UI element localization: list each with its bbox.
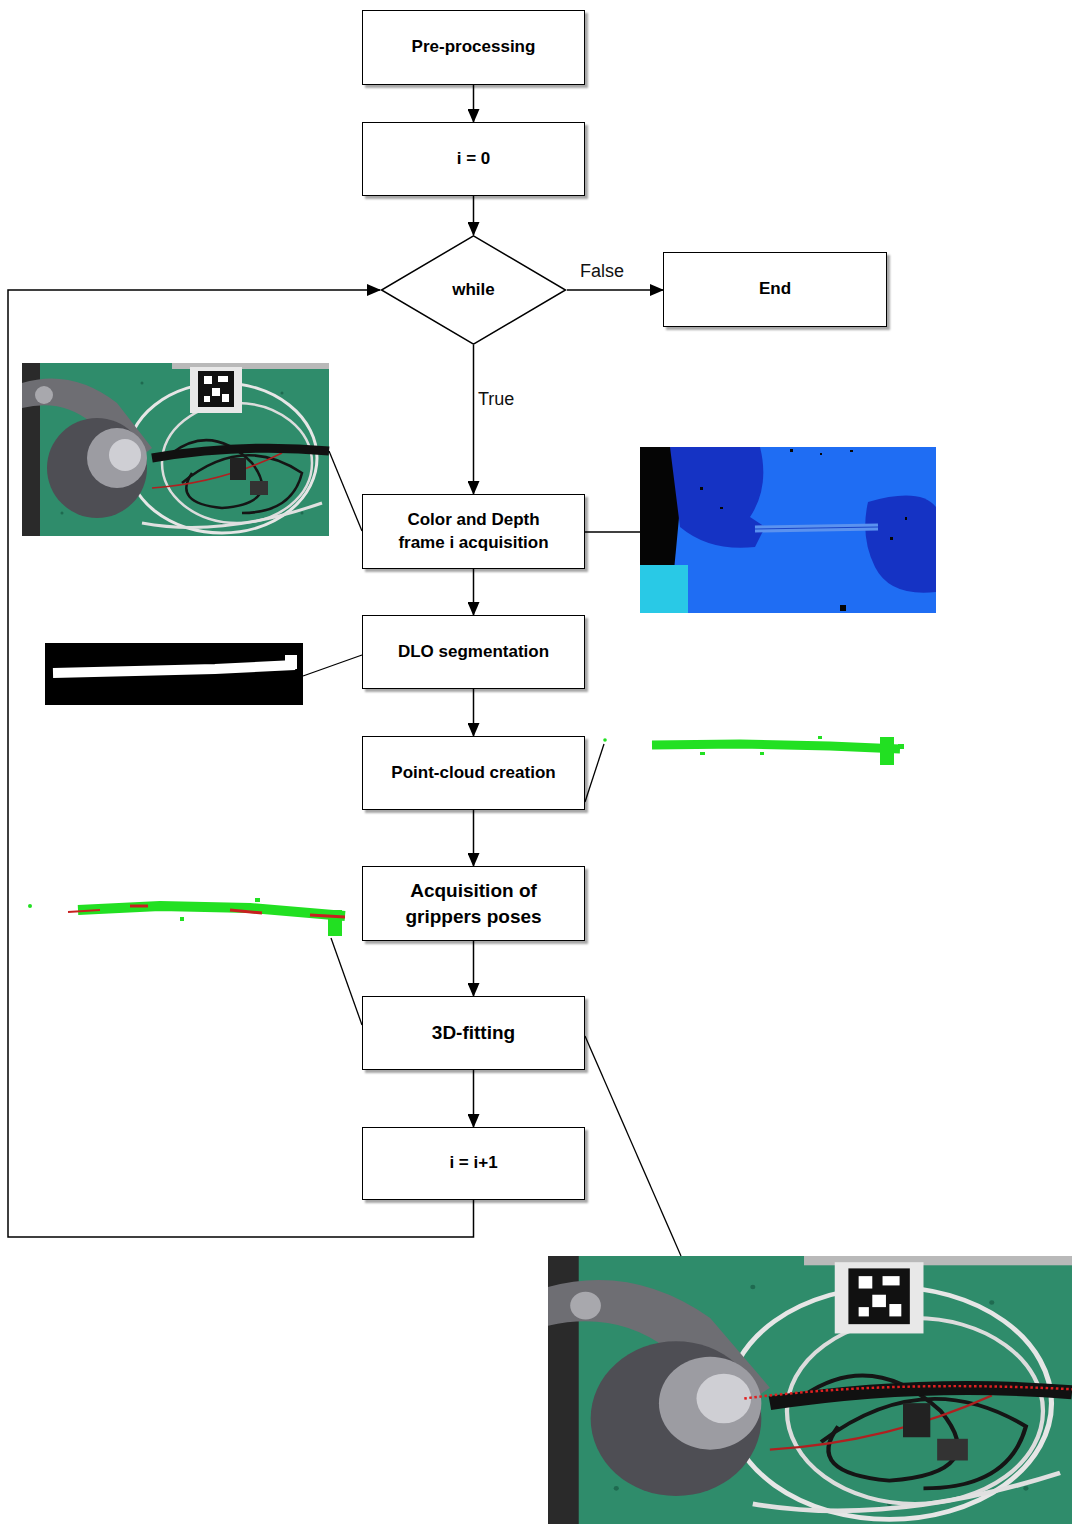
process-box: Point-cloud creation <box>362 736 585 810</box>
process-box: DLO segmentation <box>362 615 585 689</box>
leader-line <box>331 938 362 1025</box>
depth-image <box>640 447 936 613</box>
node-text: 3D-fitting <box>432 1020 515 1046</box>
flow-arrow <box>473 941 475 996</box>
leader-line <box>585 744 604 802</box>
process-box: 3D-fitting <box>362 996 585 1070</box>
flow-arrow <box>473 196 475 235</box>
process-box: i = 0 <box>362 122 585 196</box>
node-text: Color and Depth frame i acquisition <box>391 509 556 555</box>
segmentation-mask <box>45 643 303 705</box>
leader-line <box>585 1036 681 1256</box>
flow-arrow <box>473 689 475 736</box>
process-box: Acquisition of grippers poses <box>362 866 585 941</box>
terminal-box: End <box>663 252 887 327</box>
node-text: while <box>452 279 495 302</box>
node-text: Point-cloud creation <box>391 762 555 785</box>
flow-arrow <box>473 569 475 615</box>
edge-label: False <box>578 261 626 283</box>
flow-arrow <box>473 85 475 122</box>
node-text: End <box>759 278 791 301</box>
leader-line <box>303 655 362 676</box>
process-box: Pre-processing <box>362 10 585 85</box>
flow-arrow <box>473 345 475 494</box>
fitted-point-cloud <box>28 898 345 936</box>
node-text: Pre-processing <box>412 36 536 59</box>
point-cloud <box>603 736 904 765</box>
flow-arrow <box>567 289 663 291</box>
node-text: DLO segmentation <box>398 641 549 664</box>
node-text: Acquisition of grippers poses <box>384 878 564 929</box>
edge-label: True <box>476 389 516 411</box>
flow-arrow <box>473 810 475 866</box>
leader-line <box>329 451 362 531</box>
process-box: Color and Depth frame i acquisition <box>362 494 585 569</box>
node-text: i = i+1 <box>449 1152 497 1175</box>
decision-diamond: while <box>380 235 567 345</box>
camera-photo <box>22 363 329 536</box>
fitting-result-photo <box>548 1256 1072 1524</box>
flow-arrow <box>473 1070 475 1127</box>
node-text: i = 0 <box>457 148 491 171</box>
process-box: i = i+1 <box>362 1127 585 1200</box>
leader-line <box>585 531 640 532</box>
